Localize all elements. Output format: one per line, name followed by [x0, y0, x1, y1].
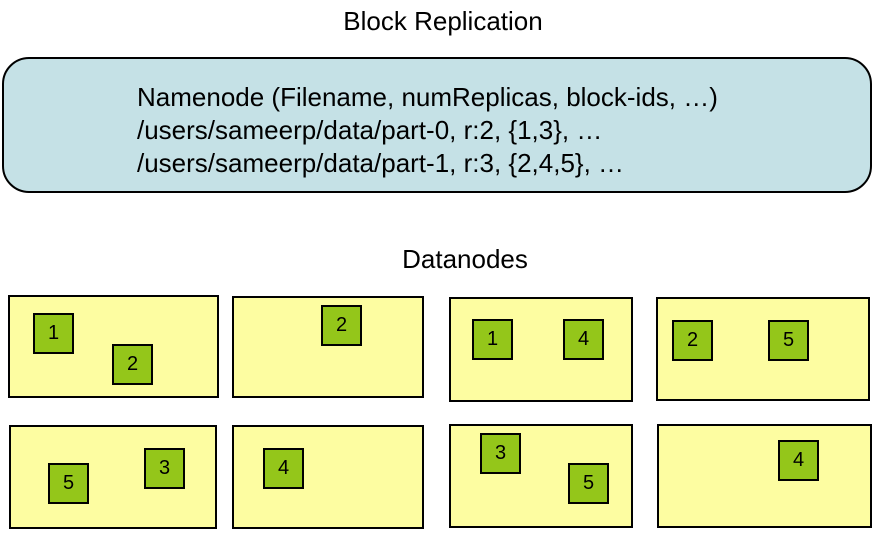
namenode-text: Namenode (Filename, numReplicas, block-i…	[137, 81, 718, 180]
block: 5	[768, 320, 809, 361]
datanode-1: 1 2	[8, 295, 219, 398]
block: 5	[48, 463, 89, 504]
namenode-line-part1: /users/sameerp/data/part-1, r:3, {2,4,5}…	[137, 148, 625, 178]
datanodes-heading: Datanodes	[402, 244, 528, 274]
block: 4	[263, 448, 304, 489]
block: 4	[563, 319, 604, 360]
block: 3	[480, 433, 521, 474]
block: 2	[112, 344, 153, 385]
block: 2	[672, 320, 713, 361]
namenode-line-part0: /users/sameerp/data/part-0, r:2, {1,3}, …	[137, 115, 603, 145]
datanode-2: 2	[232, 296, 424, 398]
block: 4	[778, 440, 819, 481]
datanode-4: 2 5	[656, 297, 870, 401]
datanode-6: 4	[232, 425, 424, 529]
block: 1	[33, 313, 74, 354]
diagram-title: Block Replication	[343, 6, 543, 36]
datanode-7: 3 5	[449, 424, 633, 528]
block: 5	[568, 463, 609, 504]
datanode-3: 1 4	[449, 297, 633, 402]
datanode-5: 5 3	[9, 425, 217, 529]
block: 1	[472, 319, 513, 360]
namenode-box: Namenode (Filename, numReplicas, block-i…	[2, 57, 872, 193]
block: 3	[144, 448, 185, 489]
block: 2	[321, 305, 362, 346]
namenode-line-header: Namenode (Filename, numReplicas, block-i…	[137, 82, 718, 112]
datanode-8: 4	[657, 424, 872, 528]
